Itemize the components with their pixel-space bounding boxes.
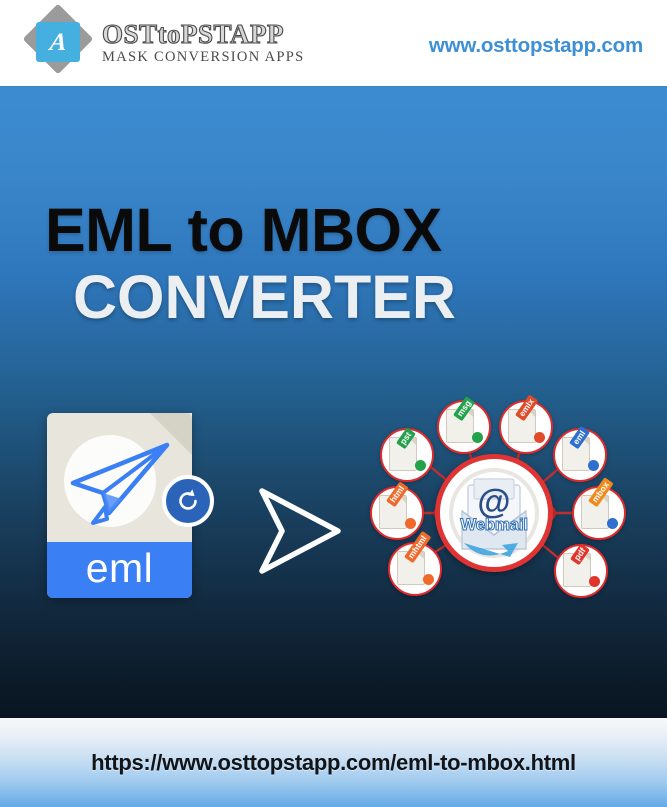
node-status-dot — [588, 460, 599, 471]
hero-stage: EML to MBOX CONVERTER eml — [0, 86, 667, 718]
node-status-dot — [415, 460, 426, 471]
page-title: EML to MBOX CONVERTER — [45, 200, 456, 328]
webmail-hub-center: @ Webmail — [435, 454, 553, 572]
eml-extension-label: eml — [85, 545, 154, 591]
hub-node-eml[interactable]: eml — [553, 426, 607, 482]
brand-block: A OSTtoPSTAPP MASK CONVERSION APPS — [22, 3, 305, 76]
node-status-dot — [589, 576, 600, 587]
node-status-dot — [423, 574, 434, 585]
hub-node-emlx[interactable]: emlx — [499, 394, 553, 454]
brand-text: OSTtoPSTAPP MASK CONVERSION APPS — [101, 18, 305, 66]
hub-node-pdf[interactable]: pdf — [554, 543, 608, 598]
logo-letter: A — [48, 28, 68, 56]
hub-node-pst[interactable]: pst — [380, 427, 434, 482]
brand-name: OSTtoPSTAPP — [101, 18, 285, 49]
svg-text:@: @ — [477, 483, 510, 521]
arrow-right-icon — [259, 488, 341, 574]
webmail-hub-diagram: @ Webmail pst msg emlx — [358, 394, 628, 608]
title-line-primary: EML to MBOX — [45, 196, 442, 264]
webmail-center-label: Webmail — [460, 515, 529, 535]
eml-file-icon: eml — [47, 413, 214, 598]
brand-tagline: MASK CONVERSION APPS — [102, 49, 305, 66]
paper-plane-icon — [70, 442, 170, 525]
page-footer: https://www.osttopstapp.com/eml-to-mbox.… — [0, 718, 667, 807]
node-status-dot — [405, 518, 416, 529]
node-sheet-shape — [581, 495, 609, 529]
node-status-dot — [534, 432, 545, 443]
hub-inner-ring — [449, 468, 539, 558]
hub-node-msg[interactable]: msg — [437, 395, 491, 454]
logo-square-shape: A — [36, 22, 80, 62]
hub-node-html[interactable]: html — [370, 481, 424, 540]
header-website-url[interactable]: www.osttopstapp.com — [428, 34, 643, 57]
diamond-logo-icon: A — [22, 3, 94, 76]
node-status-dot — [472, 432, 483, 443]
node-status-dot — [607, 518, 618, 529]
refresh-icon — [162, 475, 214, 527]
footer-product-url[interactable]: https://www.osttopstapp.com/eml-to-mbox.… — [91, 749, 576, 775]
page-header: A OSTtoPSTAPP MASK CONVERSION APPS www.o… — [0, 0, 667, 86]
eml-extension-band: eml — [47, 542, 192, 598]
envelope-at-icon: @ Webmail — [448, 467, 540, 559]
hub-node-mhtml[interactable]: mhtml — [388, 531, 442, 596]
hub-node-mbox[interactable]: mbox — [572, 477, 626, 540]
title-line-secondary: CONVERTER — [73, 263, 456, 331]
